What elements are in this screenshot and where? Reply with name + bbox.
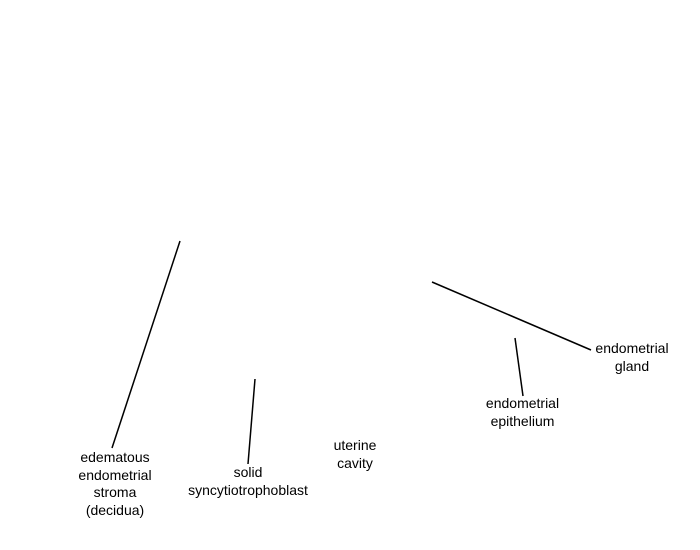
label-line: endometrial (595, 340, 669, 356)
leader-line-stroma (111, 240, 181, 449)
label-line: (decidua) (85, 501, 145, 518)
label-line: stroma (93, 484, 137, 500)
label-line: cavity (337, 454, 373, 471)
label-line: gland (614, 357, 650, 374)
label-line: edematous (80, 449, 150, 465)
label-line: syncytiotrophoblast (188, 481, 308, 498)
label-line: epithelium (490, 412, 555, 429)
label-line: endometrial (485, 395, 560, 411)
label-solid-syncytiotrophoblast: solid syncytiotrophoblast (178, 464, 318, 499)
leader-line-gland (431, 281, 592, 351)
label-edematous-endometrial-stroma: edematous endometrial stroma (decidua) (60, 449, 170, 519)
label-endometrial-epithelium: endometrial epithelium (470, 395, 575, 430)
label-endometrial-gland: endometrial gland (582, 340, 682, 375)
label-line: endometrial (78, 466, 152, 483)
label-line: solid (233, 464, 263, 480)
label-uterine-cavity: uterine cavity (315, 437, 395, 472)
leader-line-syncytiotrophoblast (247, 378, 256, 465)
leader-line-epithelium (514, 337, 524, 397)
label-line: uterine (333, 437, 377, 453)
